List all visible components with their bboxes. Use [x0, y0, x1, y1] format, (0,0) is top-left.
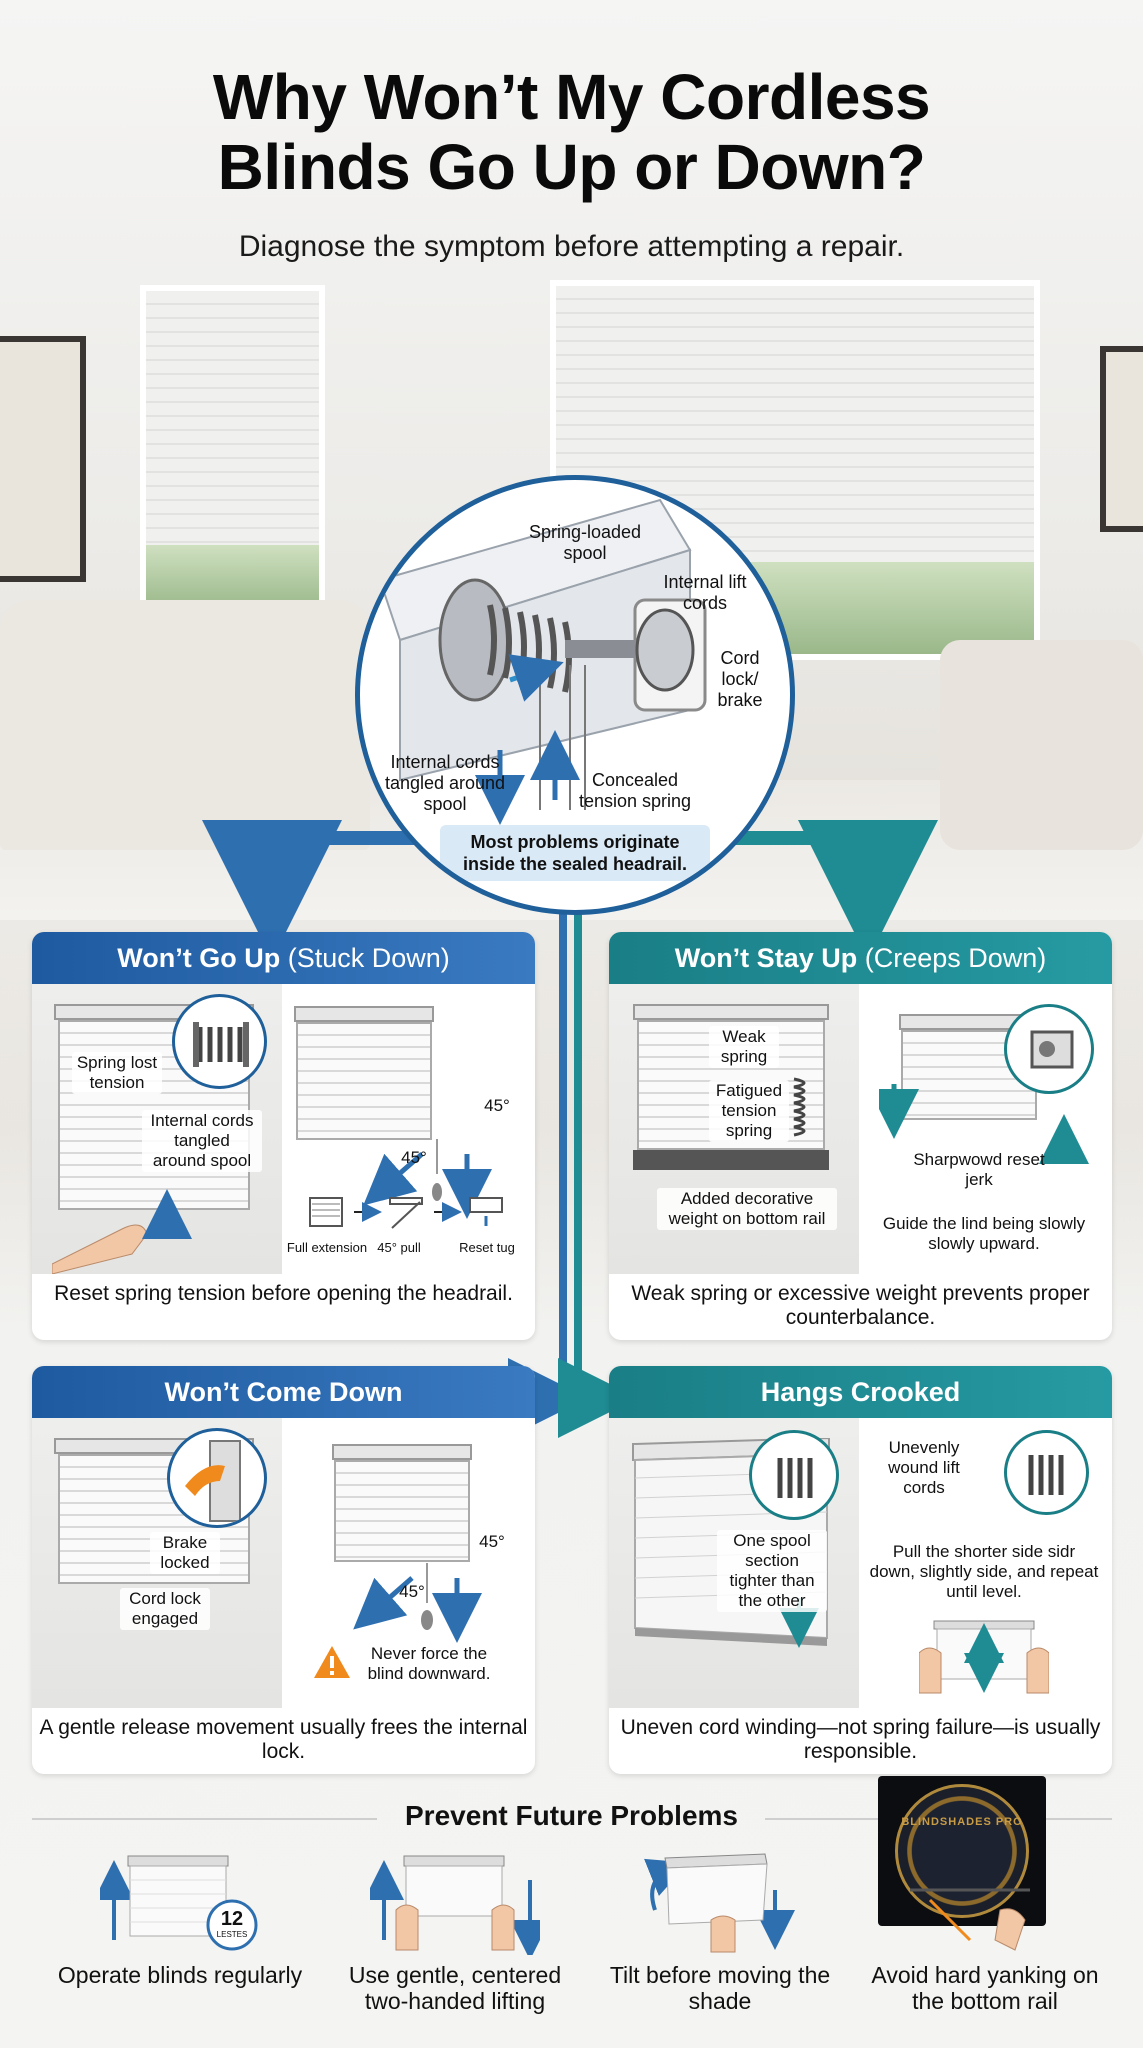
panel-footer: A gentle release movement usually frees …	[39, 1716, 528, 1763]
step-45-pull: 45° pull	[377, 1240, 421, 1255]
label-brake-locked: Brake locked	[150, 1532, 220, 1574]
label-tension-spring: Concealed tension spring	[578, 770, 692, 811]
panel-footer: Uneven cord winding—not spring failure—i…	[620, 1716, 1101, 1763]
step-reset-tug: Reset tug	[459, 1240, 515, 1255]
label-fatigued-spring: Fatigued tension spring	[709, 1080, 789, 1142]
label-cords-tangled: Internal cords tangled around spool	[142, 1110, 262, 1172]
panel-wont-go-up: Won’t Go Up (Stuck Down) Spring lost ten…	[32, 932, 535, 1340]
panel-header: Won’t Stay Up (Creeps Down)	[609, 932, 1112, 984]
steps-sequence	[309, 1197, 503, 1229]
hand-illustration	[52, 1189, 192, 1274]
angle-label-2: 45°	[401, 1148, 427, 1167]
panel-footer: Weak spring or excessive weight prevents…	[631, 1282, 1090, 1329]
panel-wont-come-down: Won’t Come Down Brake locked Cord lock e…	[32, 1366, 535, 1774]
uneven-cords-zoom-circle	[1004, 1430, 1089, 1515]
tilt-shade-icon	[643, 1853, 795, 1953]
clock-number: 12	[220, 1908, 244, 1930]
spring-zoom-circle	[172, 994, 267, 1089]
headrail-diagram: Spring-loaded spool Internal lift cords …	[355, 475, 795, 915]
label-reset-jerk: Sharpwowd reset jerk	[913, 1150, 1045, 1189]
spool-zoom-circle	[749, 1430, 839, 1520]
spring-icon	[793, 1077, 806, 1137]
label-uneven-cords: Unevenly wound lift cords	[888, 1438, 960, 1497]
two-handed-lifting-icon	[370, 1855, 540, 1955]
headrail-callout: Most problems originate inside the seale…	[440, 825, 710, 881]
panel-header: Won’t Go Up (Stuck Down)	[32, 932, 535, 984]
avoid-yanking-icon	[910, 1888, 1030, 1951]
label-cord-lock: Cord lock/ brake	[717, 648, 763, 710]
angle-label-1: 45°	[479, 1532, 505, 1551]
tip-two-handed-lifting: Use gentle, centered two-handed lifting	[348, 1962, 562, 2014]
label-added-weight: Added decorative weight on bottom rail	[657, 1188, 837, 1230]
pull-angle-arrows	[363, 1139, 492, 1219]
panel-footer: Reset spring tension before opening the …	[54, 1282, 513, 1305]
operate-regularly-icon	[100, 1855, 258, 1951]
label-lift-cords: Internal lift cords	[663, 572, 747, 613]
tip-avoid-yanking: Avoid hard yanking on the bottom rail	[871, 1962, 1099, 2014]
label-pull-shorter-side: Pull the shorter side sidr down, slightl…	[869, 1542, 1099, 1601]
badge-text: BLINDSHADES PRO	[901, 1816, 1023, 1828]
direction-arrows	[879, 1084, 1089, 1164]
angle-label-1: 45°	[484, 1096, 510, 1115]
page-title: Why Won’t My Cordless Blinds Go Up or Do…	[212, 61, 931, 203]
panel-wont-stay-up: Won’t Stay Up (Creeps Down) Weak spring …	[609, 932, 1112, 1340]
panel-header: Hangs Crooked	[609, 1366, 1112, 1418]
label-tangled-cords: Internal cords tangled around spool	[384, 752, 506, 814]
panel-hangs-crooked: Hangs Crooked One spool section tighter …	[609, 1366, 1112, 1774]
warning-icon	[314, 1646, 350, 1678]
decorative-weight-rail	[633, 1150, 829, 1170]
page-subtitle: Diagnose the symptom before attempting a…	[238, 230, 905, 263]
prevent-title: Prevent Future Problems	[405, 1800, 738, 1831]
lock-zoom-circle	[1004, 1004, 1094, 1094]
release-arrows	[353, 1563, 482, 1643]
step-full-extension: Full extension	[286, 1240, 368, 1255]
panel-header: Won’t Come Down	[32, 1366, 535, 1418]
label-spring-spool: Spring-loaded spool	[528, 522, 642, 563]
angle-label-2: 45°	[399, 1582, 425, 1601]
brand-badge: BLINDSHADES PRO	[878, 1776, 1046, 1926]
level-hands-illustration	[919, 1620, 1049, 1694]
label-spring-lost-tension: Spring lost tension	[72, 1052, 162, 1094]
label-cord-lock-engaged: Cord lock engaged	[120, 1588, 210, 1630]
divider-left	[32, 1818, 377, 1820]
brake-zoom-circle	[167, 1428, 267, 1528]
label-guide-upward: Guide the lind being slowly slowly upwar…	[882, 1214, 1086, 1253]
label-one-spool: One spool section tighter than the other	[717, 1530, 827, 1612]
tip-tilt-before-moving: Tilt before moving the shade	[609, 1962, 831, 2014]
headrail-illustration	[378, 498, 707, 825]
label-weak-spring: Weak spring	[709, 1026, 779, 1068]
warning-text: Never force the blind downward.	[367, 1644, 491, 1683]
clock-subtext: LESTES	[216, 1930, 248, 1939]
tip-operate-regularly: Operate blinds regularly	[57, 1962, 303, 1988]
